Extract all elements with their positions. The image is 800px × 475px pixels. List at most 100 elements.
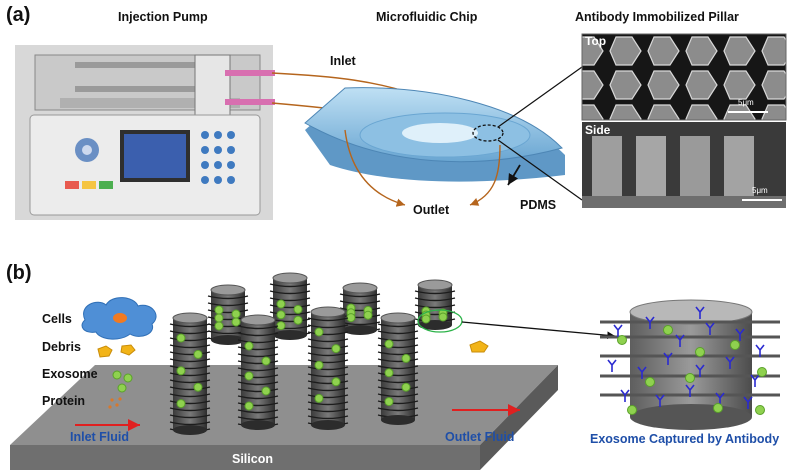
cell-icon [81, 297, 157, 340]
exosome-dot [346, 313, 356, 323]
zoom-line-top [497, 66, 583, 128]
antibody-y-icon [755, 344, 765, 357]
legend-exosome: Exosome [42, 367, 98, 381]
pillar [339, 282, 381, 335]
captured-exosome [627, 405, 637, 415]
exosome-dot [438, 312, 448, 322]
exosome-dot [421, 314, 431, 324]
sem-top-view [581, 33, 787, 121]
antibody-y-icon [725, 356, 735, 369]
outlet-label: Outlet [413, 203, 450, 217]
antibody-y-icon [735, 328, 745, 341]
exosome-dot [244, 341, 254, 351]
capture-caption: Exosome Captured by Antibody [590, 432, 780, 446]
exosome-icon [112, 370, 133, 393]
antibody-y-icon [695, 306, 705, 319]
silicon-label: Silicon [232, 452, 273, 466]
legend-debris: Debris [42, 340, 81, 354]
exosome-dot [261, 356, 271, 366]
exosome-dot [314, 360, 324, 370]
captured-exosome [730, 340, 740, 350]
antibody-y-icon [620, 389, 630, 402]
exosome-dot [193, 382, 203, 392]
exosome-dot [314, 327, 324, 337]
exosome-dot [231, 309, 241, 319]
antibody-layer [600, 306, 780, 415]
captured-exosome [755, 405, 765, 415]
pillar-array [169, 272, 456, 435]
inlet-fluid-label: Inlet Fluid [70, 430, 130, 444]
antibody-y-icon [685, 384, 695, 397]
exosome-dot [331, 377, 341, 387]
exosome-dot [293, 315, 303, 325]
capture-highlight [417, 309, 463, 333]
antibody-y-icon [613, 324, 623, 337]
pillar [377, 312, 419, 425]
exosome-dot [276, 310, 286, 320]
debris-icon [97, 344, 136, 358]
exosome-dot [276, 321, 286, 331]
exosome-dot [244, 371, 254, 381]
sem-side-tag: Side [585, 123, 611, 137]
pillar [169, 312, 211, 435]
exosome-dot [276, 299, 286, 309]
pillar [269, 272, 311, 340]
legend-cells: Cells [42, 312, 72, 326]
panel-a-label: (a) [6, 4, 31, 26]
outlet-arrow-left [344, 129, 406, 207]
exosome-dot [384, 368, 394, 378]
antibody-y-icon [750, 374, 760, 387]
exosome-dot [231, 317, 241, 327]
exosome-dot [214, 321, 224, 331]
zoom-arrow [461, 321, 616, 340]
antibody-y-icon [655, 394, 665, 407]
exosome-dot [214, 305, 224, 315]
inlet-label: Inlet [330, 54, 356, 68]
pillar [207, 284, 249, 345]
sem-side-view [582, 122, 786, 208]
protein-icon [108, 397, 122, 409]
exosome-dot [293, 304, 303, 314]
antibody-y-icon [695, 364, 705, 377]
captured-exosome [617, 335, 627, 345]
exosome-dot [176, 333, 186, 343]
exosome-dot [401, 382, 411, 392]
legend-protein: Protein [42, 394, 86, 408]
captured-exosome [757, 367, 767, 377]
captured-exosome [663, 325, 673, 335]
injection-pump-illustration [15, 45, 275, 220]
antibody-y-icon [663, 352, 673, 365]
pillar [237, 314, 279, 430]
exosome-dot [384, 397, 394, 407]
sem-side-scale: 5μm [752, 186, 768, 195]
exosome-dot [193, 349, 203, 359]
exosome-dot [261, 386, 271, 396]
zoom-line-bottom [497, 139, 583, 201]
exosome-dot [384, 339, 394, 349]
antibody-y-icon [645, 316, 655, 329]
exosome-dot [363, 310, 373, 320]
outlet-fluid-label: Outlet Fluid [445, 430, 515, 444]
silicon-substrate [10, 365, 558, 470]
panel-b-label: (b) [6, 262, 32, 284]
captured-exosome [645, 377, 655, 387]
microfluidic-chip [304, 87, 565, 182]
exosome-dot [176, 399, 186, 409]
debris-near-pillar [469, 340, 489, 353]
sem-top-tag: Top [585, 34, 607, 48]
antibody-y-icon [675, 334, 685, 347]
captured-exosome [695, 347, 705, 357]
sem-top-scale: 5μm [738, 98, 754, 107]
pillar [414, 279, 456, 330]
exosome-dot [214, 313, 224, 323]
pump-heading: Injection Pump [118, 10, 208, 24]
exosome-dot [401, 353, 411, 363]
exosome-dot [244, 401, 254, 411]
outlet-arrow-right [469, 144, 501, 206]
exosome-dot [314, 393, 324, 403]
pdms-pointer [507, 164, 521, 186]
antibody-y-icon [637, 366, 647, 379]
antibody-y-icon [743, 396, 753, 409]
antibody-y-icon [607, 359, 617, 372]
